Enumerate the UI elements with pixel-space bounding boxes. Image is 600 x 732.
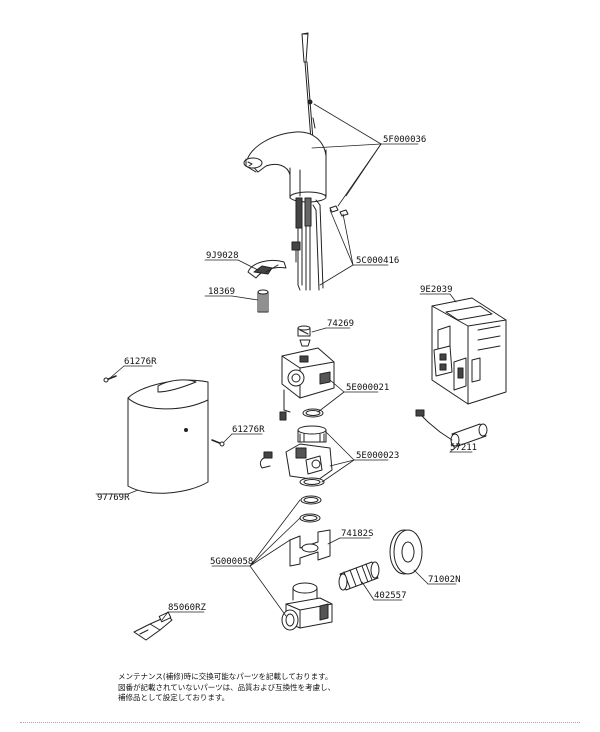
label-5e000023: 5E000023 [356,451,399,461]
label-61276r-mid: 61276R [232,425,265,435]
label-85060rz: 85060RZ [168,603,207,613]
set-screws [329,205,349,217]
part-5e000023-valve [259,425,333,487]
o-ring-middle [300,495,322,505]
part-5g000058-elbow [281,582,333,631]
note-line-3: 補修品として設定しております。 [118,693,230,702]
label-61276r-top: 61276R [124,357,157,367]
part-85060rz-key [133,611,173,641]
label-402557: 402557 [374,591,407,601]
part-9j9028-lever [247,259,287,279]
faucet-spout [243,131,327,203]
part-74269-nut [297,325,311,347]
part-74182s-bracket [289,529,331,567]
screw-61276r-mid [211,439,225,447]
footer-divider [20,722,580,723]
label-5e000021: 5E000021 [346,383,389,393]
part-18369-cartridge [257,289,269,313]
part-402557-pipe [338,561,380,591]
label-18369: 18369 [208,287,235,297]
note-line-2: 図番が記載されていないパーツは、品質および互換性を考慮し、 [118,682,336,692]
leader-lines [95,103,473,621]
label-74182s: 74182S [341,529,374,539]
label-5g000058: 5G000058 [210,557,253,567]
maintenance-note: メンテナンス(補修)時に交換可能なパーツを記載しております。 図番が記載されてい… [118,672,335,704]
part-57211-battery [415,409,488,447]
part-71002n-flange [389,529,423,575]
label-9e2039: 9E2039 [420,285,453,295]
label-71002n: 71002N [428,575,461,585]
part-5e000021-solenoid [279,347,335,421]
note-line-1: メンテナンス(補修)時に交換可能なパーツを記載しております。 [118,672,333,681]
label-97769r: 97769R [97,493,130,503]
label-57211: 57211 [450,443,477,453]
part-97769r-cover [127,379,209,494]
sensor-rod [301,32,316,141]
screw-61276r-top [103,375,117,383]
label-74269: 74269 [327,319,354,329]
label-5f000036: 5F000036 [383,135,426,145]
label-5c000416: 5C000416 [356,256,399,266]
label-9j9028: 9J9028 [206,251,239,261]
o-ring-upper [302,408,324,418]
supply-hoses [291,197,324,291]
part-9e2039-control-box [431,297,507,405]
